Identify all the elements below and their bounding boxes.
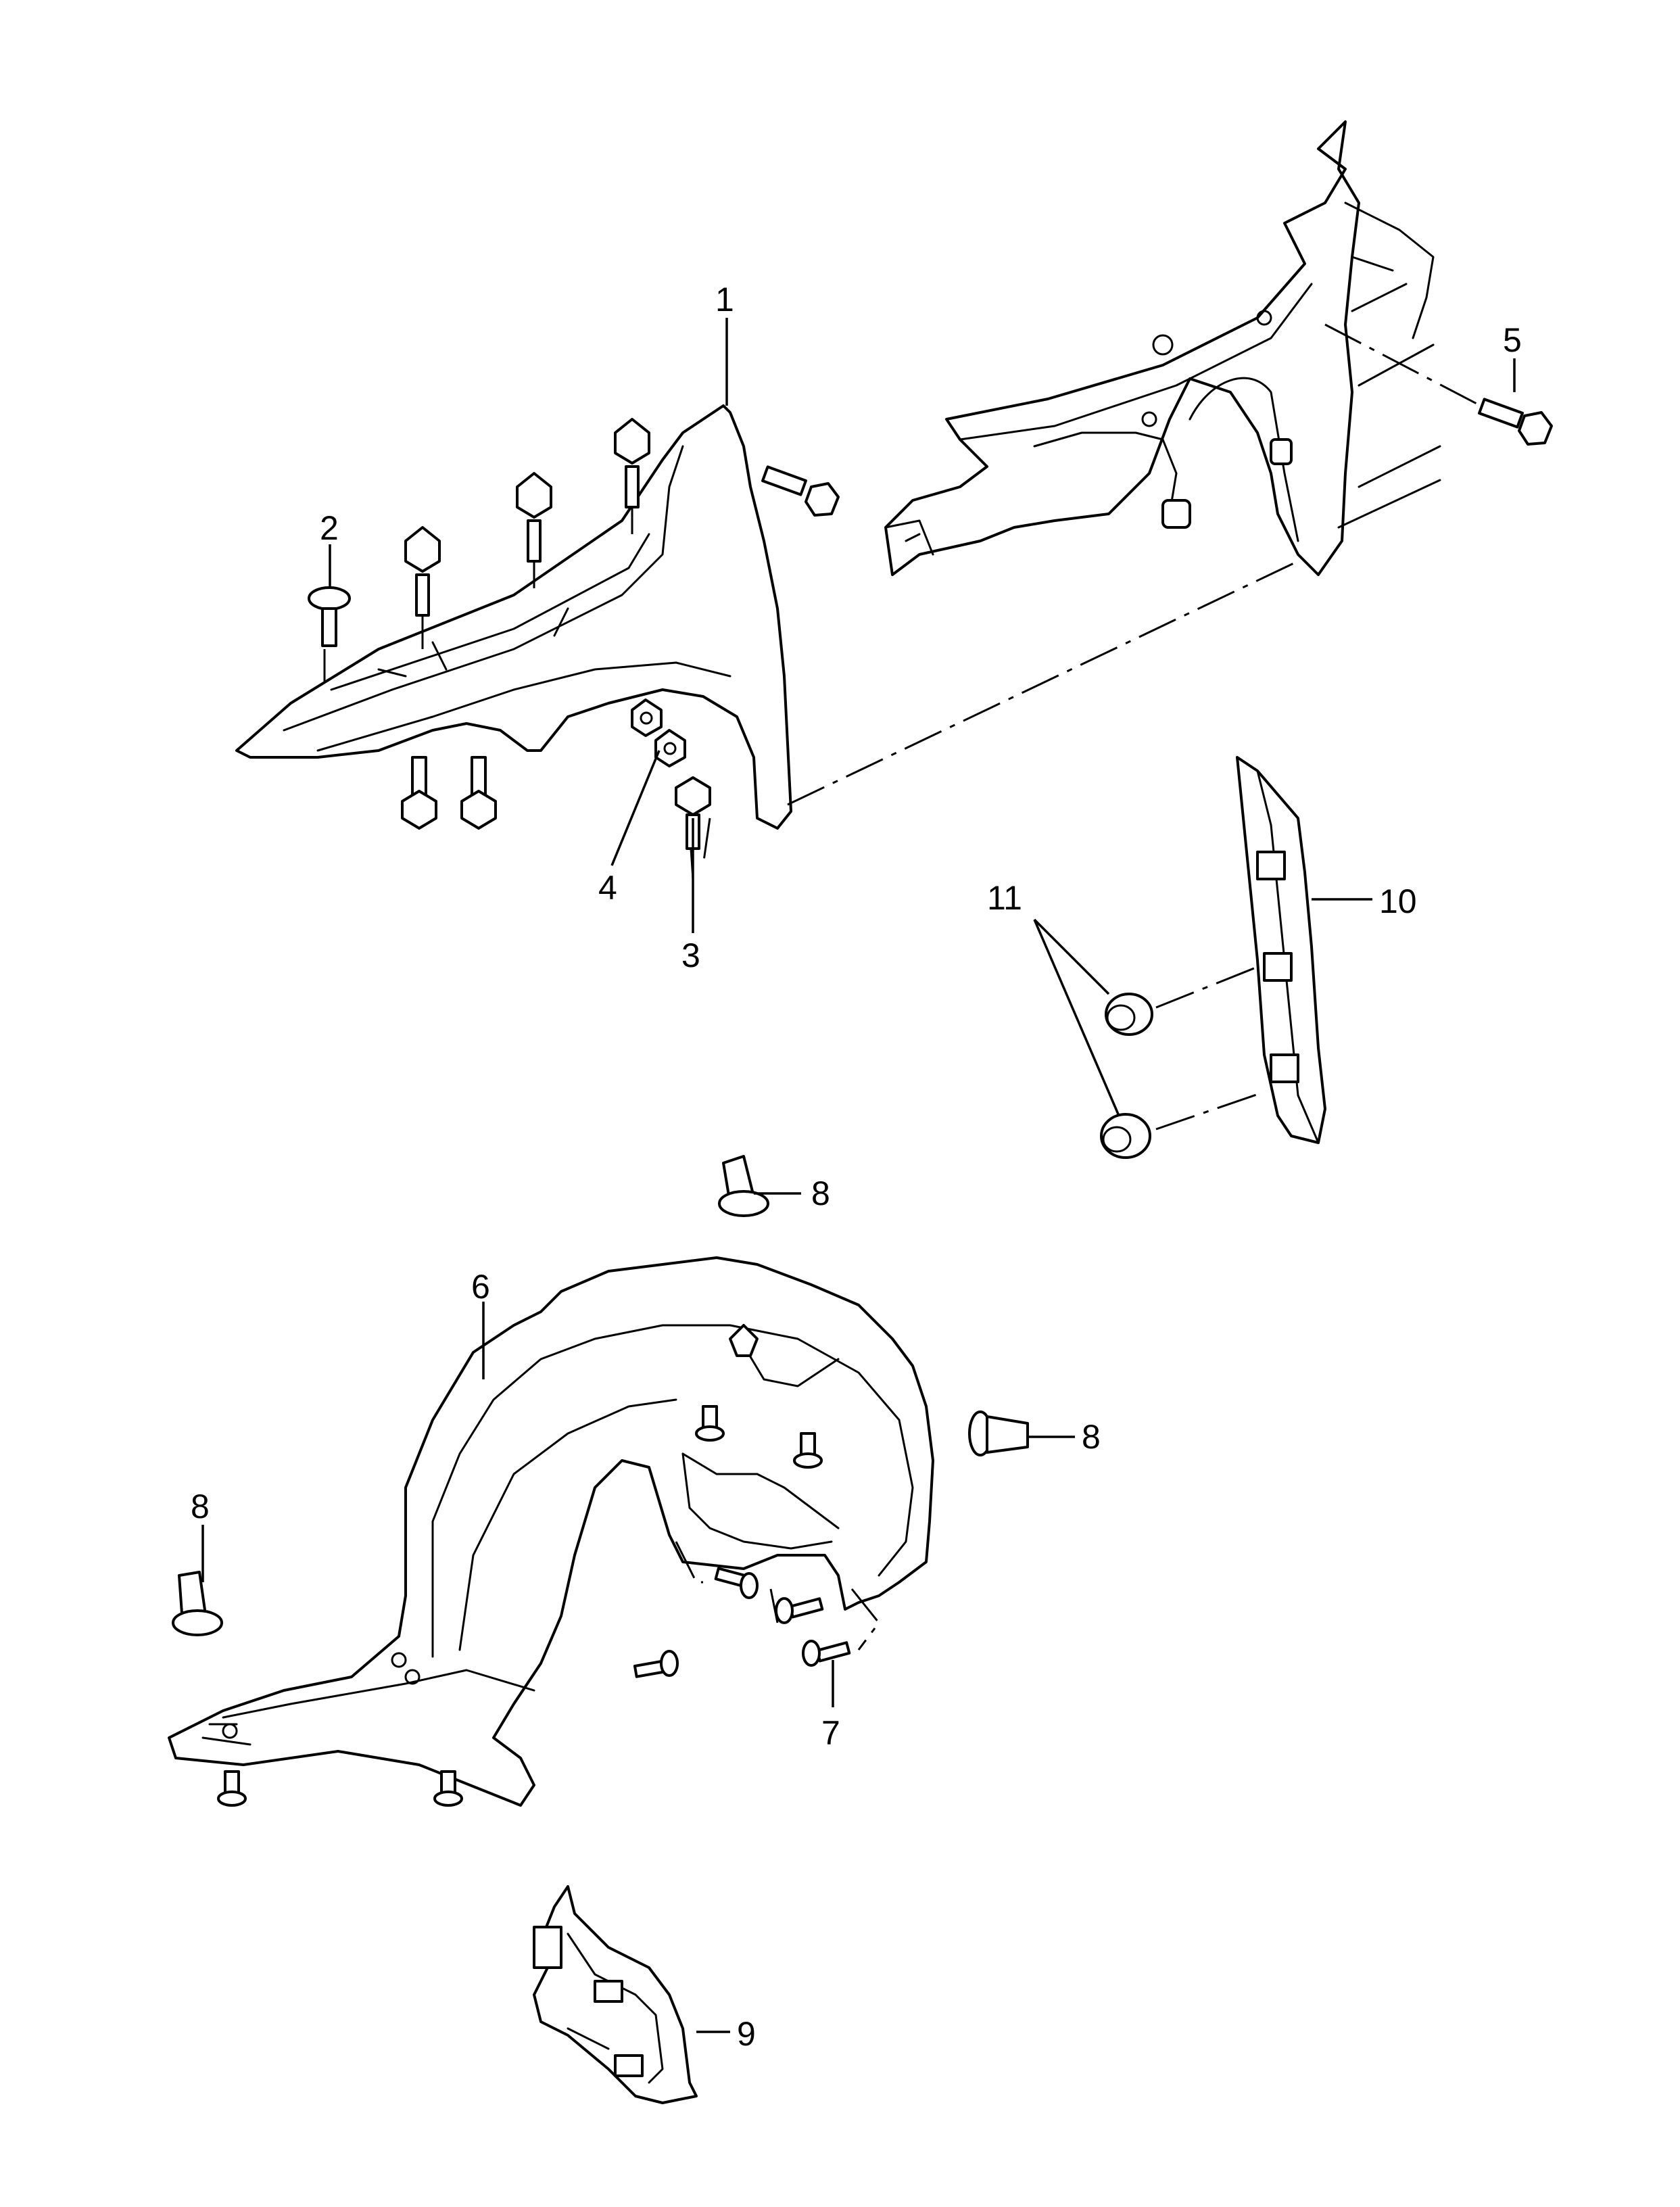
wheel-housing-liner: [168, 1256, 934, 1807]
leader-lines: [201, 318, 1516, 2033]
bolt-2: [308, 586, 351, 647]
bolt: [516, 472, 552, 563]
bolt: [761, 465, 840, 517]
callout-4: 4: [598, 869, 617, 907]
clip-8: [968, 1410, 1029, 1456]
screw: [775, 1597, 824, 1624]
grommet-11: [1100, 1113, 1151, 1159]
callout-8-left: 8: [191, 1488, 210, 1525]
bolt-5: [1478, 398, 1553, 446]
callouts: 1 2 3 4 5 6 7 8 8 8 9 10 11: [191, 281, 1522, 2053]
callout-7: 7: [821, 1714, 840, 1752]
callout-8-right: 8: [1082, 1418, 1101, 1456]
bracket-10: [1236, 756, 1326, 1144]
body-structure: [884, 120, 1441, 576]
assembly-lines: [323, 323, 1481, 1651]
callout-11: 11: [987, 879, 1022, 917]
screw: [695, 1405, 725, 1442]
bolt: [404, 526, 441, 617]
clip-8: [172, 1571, 223, 1636]
callout-10: 10: [1379, 882, 1417, 920]
callout-2: 2: [320, 509, 339, 547]
bracket-9: [533, 1885, 698, 2104]
screw: [633, 1650, 679, 1678]
callout-9: 9: [737, 2015, 756, 2053]
clip-8: [718, 1155, 769, 1217]
callout-3: 3: [681, 936, 700, 974]
screw: [433, 1770, 463, 1807]
callout-1: 1: [715, 281, 734, 318]
screw: [714, 1567, 759, 1599]
fender: [235, 404, 792, 830]
callout-8-top: 8: [811, 1174, 830, 1212]
callout-6: 6: [471, 1268, 490, 1306]
bolt: [460, 756, 497, 830]
screw: [793, 1432, 823, 1469]
callout-5: 5: [1503, 321, 1522, 359]
nut-4: [631, 698, 686, 767]
fasteners: [172, 398, 1553, 1807]
bolt: [614, 418, 650, 508]
bolt: [401, 756, 437, 830]
screw: [217, 1770, 247, 1807]
grommet-11: [1105, 993, 1153, 1036]
screw-7: [802, 1640, 851, 1667]
